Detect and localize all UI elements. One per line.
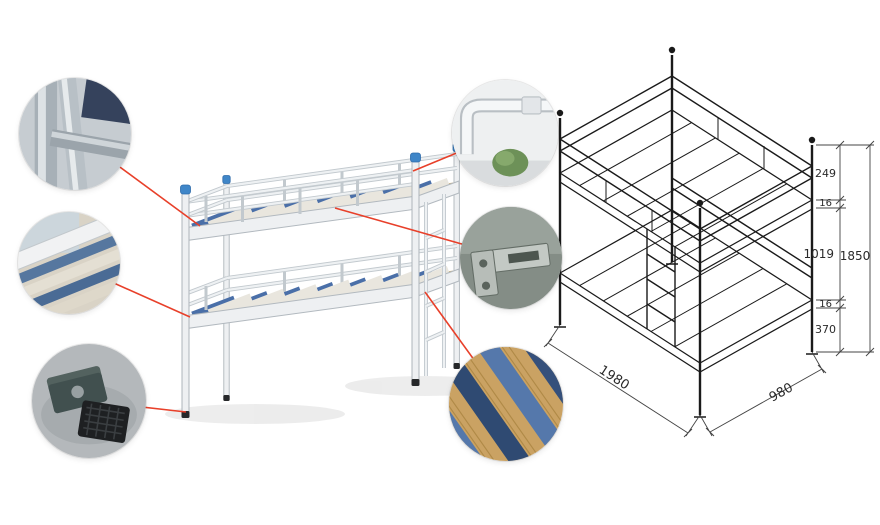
wireframe-feet <box>554 263 818 418</box>
wireframe-post-caps <box>556 46 816 207</box>
wireframe-posts <box>558 55 814 415</box>
plastic-foot-pad-icon <box>32 344 146 458</box>
dim-bottom-gap: 16 <box>819 299 832 310</box>
callout-frame-connector <box>460 207 562 309</box>
dim-overall-height: 1850 <box>840 249 871 263</box>
black-feet <box>181 363 460 418</box>
dim-bunk-spacing: 1019 <box>803 247 834 261</box>
callout-slat-surface <box>449 347 563 461</box>
frame-connector-icon <box>460 207 562 309</box>
top-bunk-near-guardrail <box>184 168 416 222</box>
left-end-guardrails <box>184 184 228 310</box>
dim-under-bed-clearance: 370 <box>815 323 836 336</box>
callout-foot-pads <box>32 344 146 458</box>
callout-bed-corner-slats <box>18 212 120 314</box>
bed-corner-slat-icon <box>18 212 120 314</box>
wireframe-guardrails <box>559 75 813 279</box>
wood-slat-surface-icon <box>449 347 563 461</box>
wireframe-bottom-deck <box>558 209 814 373</box>
callout-guardrail-bend <box>452 80 558 186</box>
dim-guard-rail-height: 249 <box>815 167 836 180</box>
callout-frame-tube-joint <box>19 78 131 190</box>
dim-top-gap: 16 <box>819 198 832 209</box>
bunk-bed-photo <box>165 143 490 424</box>
guardrail-tube-icon <box>452 80 558 186</box>
ladder <box>424 194 446 376</box>
dimension-extension-lines <box>543 140 875 438</box>
wireframe-ladder <box>646 229 676 347</box>
frame-tube-joint-icon <box>19 78 131 190</box>
